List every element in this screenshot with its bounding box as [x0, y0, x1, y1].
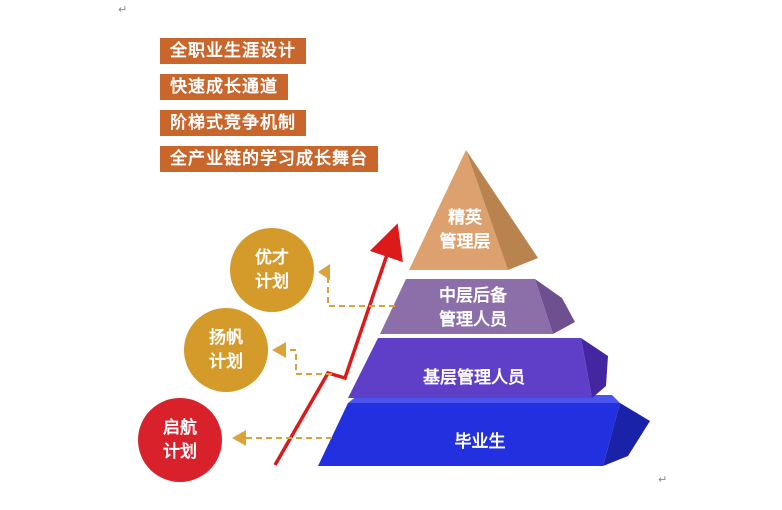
paragraph-mark-icon: ↵: [658, 473, 668, 486]
paragraph-mark-icon: ↵: [118, 3, 128, 16]
tier-label-top: 精英 管理层: [439, 208, 491, 252]
plan-circle-sail: 扬帆 计划: [184, 308, 268, 392]
feature-tag-learning-stage: 全产业链的学习成长舞台: [160, 146, 378, 172]
connector-arrowhead-icon: [232, 430, 246, 446]
feature-tag-career-design: 全职业生涯设计: [160, 38, 306, 64]
pyramid-tier-second: [380, 279, 575, 334]
pyramid-tier-top: [409, 150, 538, 270]
plan-circle-talent: 优才 计划: [230, 228, 314, 312]
connector-arrowhead-icon: [318, 264, 330, 280]
feature-tag-fast-growth: 快速成长通道: [160, 74, 288, 100]
plan-circle-launch: 启航 计划: [138, 398, 222, 482]
connector-middle: [286, 349, 332, 375]
pyramid-tier-third: [348, 338, 608, 398]
tier-label-bottom: 毕业生: [454, 432, 506, 452]
connector-top: [327, 270, 395, 307]
tier-label-second: 中层后备 管理人员: [439, 286, 507, 330]
feature-tag-ladder-competition: 阶梯式竞争机制: [160, 110, 306, 136]
growth-arrow-icon: [273, 223, 403, 466]
connector-arrowhead-icon: [272, 342, 286, 358]
tier-label-third: 基层管理人员: [423, 368, 525, 388]
